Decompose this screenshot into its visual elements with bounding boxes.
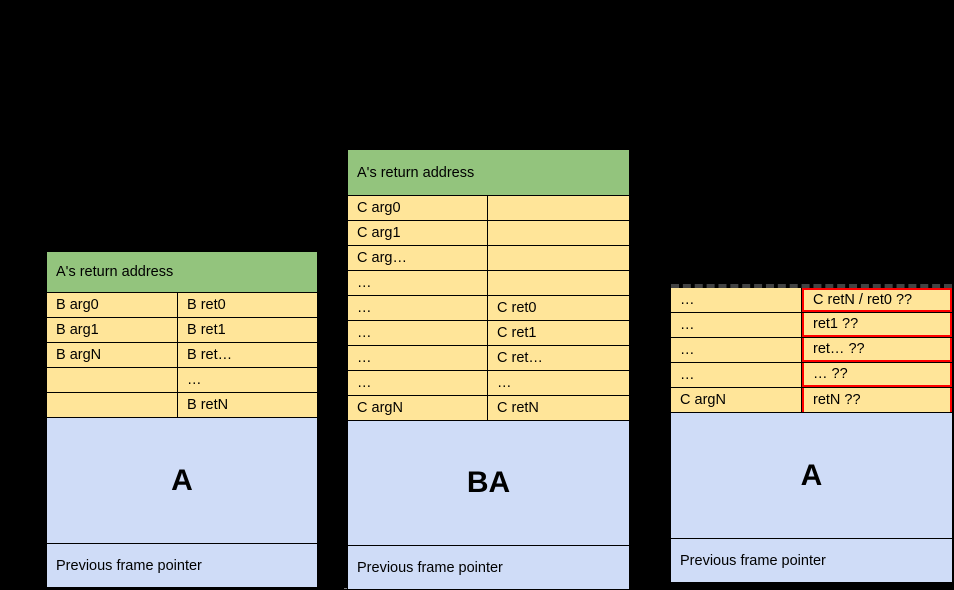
table-row: … … ?? — [671, 363, 952, 388]
cell-ret: C ret… — [488, 346, 629, 370]
table-row: … C retN / ret0 ?? — [671, 288, 952, 313]
cell-arg: … — [671, 288, 802, 312]
panel-middle-return-address-header: A's return address — [348, 150, 629, 196]
table-row: … C ret… — [348, 346, 629, 371]
cell-ret-uncertain: retN ?? — [802, 388, 952, 412]
panel-left-body-label: A — [47, 418, 317, 544]
table-row: … … — [348, 371, 629, 396]
stack-frame-panel-right: … C retN / ret0 ?? … ret1 ?? … ret… ?? …… — [667, 284, 953, 583]
table-row: C arg1 — [348, 221, 629, 246]
table-row: … ret… ?? — [671, 338, 952, 363]
panel-left-rows: B arg0 B ret0 B arg1 B ret1 B argN B ret… — [47, 293, 317, 418]
panel-middle-body-label: BA — [348, 421, 629, 546]
stack-frame-panel-middle: A's return address C arg0 C arg1 C arg… … — [344, 146, 630, 590]
cell-ret — [488, 271, 629, 295]
cell-arg: … — [348, 296, 488, 320]
cell-ret: B retN — [178, 393, 317, 417]
cell-arg: C arg… — [348, 246, 488, 270]
panel-right-body-label: A — [671, 413, 952, 539]
cell-ret: C ret0 — [488, 296, 629, 320]
table-row: B arg1 B ret1 — [47, 318, 317, 343]
table-row: B retN — [47, 393, 317, 418]
panel-left-previous-frame-pointer: Previous frame pointer — [47, 544, 317, 587]
table-row: … — [47, 368, 317, 393]
cell-ret-uncertain: ret… ?? — [802, 338, 952, 362]
cell-arg: … — [348, 371, 488, 395]
table-row: … — [348, 271, 629, 296]
cell-ret: … — [488, 371, 629, 395]
cell-ret — [488, 221, 629, 245]
panel-left-return-address-header: A's return address — [47, 252, 317, 293]
table-row: C arg… — [348, 246, 629, 271]
cell-arg: … — [348, 346, 488, 370]
table-row: B arg0 B ret0 — [47, 293, 317, 318]
cell-arg: B arg1 — [47, 318, 178, 342]
panel-middle-rows: C arg0 C arg1 C arg… … … C ret0 … C ret1… — [348, 196, 629, 421]
cell-ret: B ret… — [178, 343, 317, 367]
cell-arg: … — [348, 271, 488, 295]
panel-right-previous-frame-pointer: Previous frame pointer — [671, 539, 952, 582]
cell-ret-uncertain: … ?? — [802, 363, 952, 387]
cell-ret: B ret0 — [178, 293, 317, 317]
cell-ret — [488, 246, 629, 270]
table-row: … C ret0 — [348, 296, 629, 321]
cell-arg: … — [671, 338, 802, 362]
cell-ret: C ret1 — [488, 321, 629, 345]
cell-ret: B ret1 — [178, 318, 317, 342]
cell-arg: … — [671, 363, 802, 387]
cell-arg: C arg0 — [348, 196, 488, 220]
table-row: C argN C retN — [348, 396, 629, 421]
cell-ret — [488, 196, 629, 220]
cell-ret: C retN — [488, 396, 629, 420]
cell-ret-uncertain: ret1 ?? — [802, 313, 952, 337]
cell-arg: C arg1 — [348, 221, 488, 245]
table-row: B argN B ret… — [47, 343, 317, 368]
cell-arg: B argN — [47, 343, 178, 367]
cell-arg: B arg0 — [47, 293, 178, 317]
table-row: … ret1 ?? — [671, 313, 952, 338]
cell-arg: … — [671, 313, 802, 337]
cell-arg: … — [348, 321, 488, 345]
cell-arg: C argN — [348, 396, 488, 420]
panel-right-rows: … C retN / ret0 ?? … ret1 ?? … ret… ?? …… — [671, 288, 952, 413]
table-row: C argN retN ?? — [671, 388, 952, 413]
cell-ret: … — [178, 368, 317, 392]
cell-ret-uncertain: C retN / ret0 ?? — [802, 288, 952, 312]
cell-arg: C argN — [671, 388, 802, 412]
panel-middle-previous-frame-pointer: Previous frame pointer — [348, 546, 629, 589]
stack-frame-panel-left: A's return address B arg0 B ret0 B arg1 … — [43, 248, 318, 588]
cell-arg — [47, 393, 178, 417]
table-row: C arg0 — [348, 196, 629, 221]
cell-arg — [47, 368, 178, 392]
truncated-top-edge-marker — [671, 284, 952, 288]
table-row: … C ret1 — [348, 321, 629, 346]
